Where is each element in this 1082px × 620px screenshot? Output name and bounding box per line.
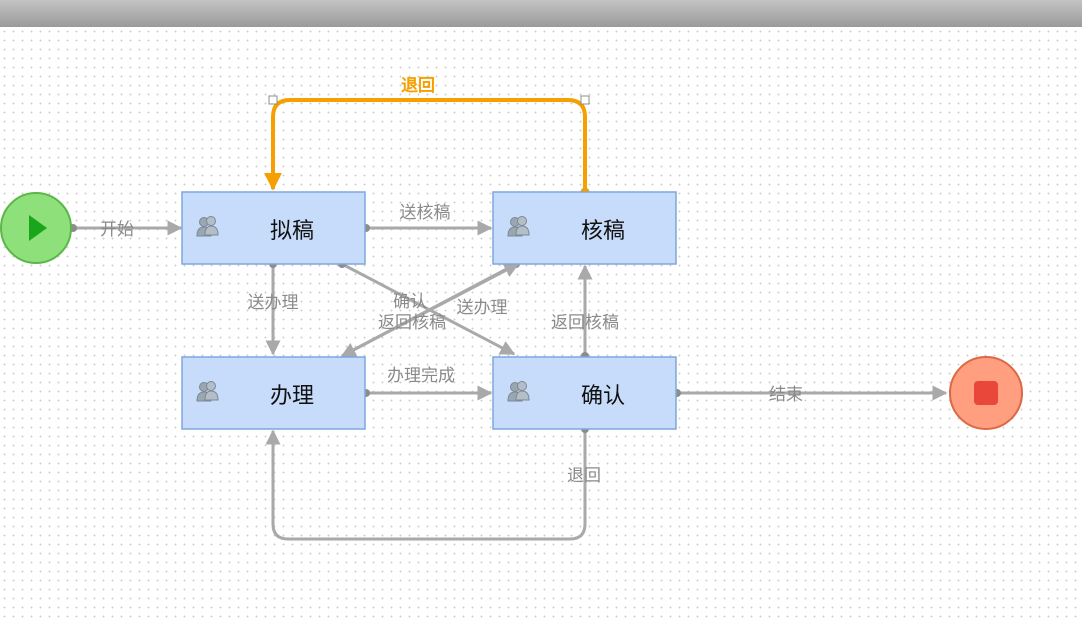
end-event[interactable] bbox=[949, 356, 1023, 430]
node-confirm[interactable]: 确认 bbox=[492, 356, 677, 430]
edge-back-top-selected[interactable] bbox=[264, 95, 590, 197]
node-review[interactable]: 核稿 bbox=[492, 191, 677, 265]
edge-handle[interactable] bbox=[268, 95, 278, 105]
edge-label-end: 结束 bbox=[769, 385, 803, 405]
edge-label-send-handle-diagonal: 送办理 bbox=[457, 298, 508, 318]
edge-handle[interactable] bbox=[580, 95, 590, 105]
diagram-canvas[interactable]: 拟稿 核稿 办理 确认 开始 送核稿 送办理 确认 送办理 返回核稿 返回核稿 … bbox=[0, 27, 1082, 620]
edge-label-confirm: 确认 bbox=[393, 292, 427, 312]
edge-label-back-top: 退回 bbox=[401, 76, 435, 96]
edge-send-review[interactable] bbox=[362, 220, 493, 236]
edge-label-handle-done: 办理完成 bbox=[387, 366, 455, 386]
start-event[interactable] bbox=[0, 192, 72, 264]
edge-label-send-review: 送核稿 bbox=[400, 203, 451, 223]
edge-handle-done[interactable] bbox=[362, 385, 493, 401]
node-label: 拟稿 bbox=[270, 219, 314, 244]
edge-label-start: 开始 bbox=[100, 220, 134, 240]
node-label: 办理 bbox=[270, 384, 314, 409]
play-icon bbox=[29, 215, 47, 241]
node-label: 核稿 bbox=[581, 219, 625, 244]
workflow-diagram: 拟稿 核稿 办理 确认 开始 送核稿 送办理 确认 送办理 返回核稿 返回核稿 … bbox=[0, 76, 1023, 541]
edge-label-back-bottom: 退回 bbox=[567, 466, 601, 486]
stop-icon bbox=[974, 381, 998, 405]
node-handle[interactable]: 办理 bbox=[181, 356, 366, 430]
edge-send-handle-diagonal[interactable] bbox=[341, 262, 520, 358]
edge-end[interactable] bbox=[673, 385, 948, 401]
node-label: 确认 bbox=[581, 384, 625, 409]
window-title-bar bbox=[0, 0, 1082, 27]
node-draft[interactable]: 拟稿 bbox=[181, 191, 366, 265]
edge-label-return-review-vertical: 返回核稿 bbox=[551, 313, 619, 333]
edge-label-send-handle: 送办理 bbox=[248, 293, 299, 313]
edge-label-return-review-diagonal: 返回核稿 bbox=[378, 313, 446, 333]
edge-back-bottom[interactable] bbox=[265, 425, 589, 541]
